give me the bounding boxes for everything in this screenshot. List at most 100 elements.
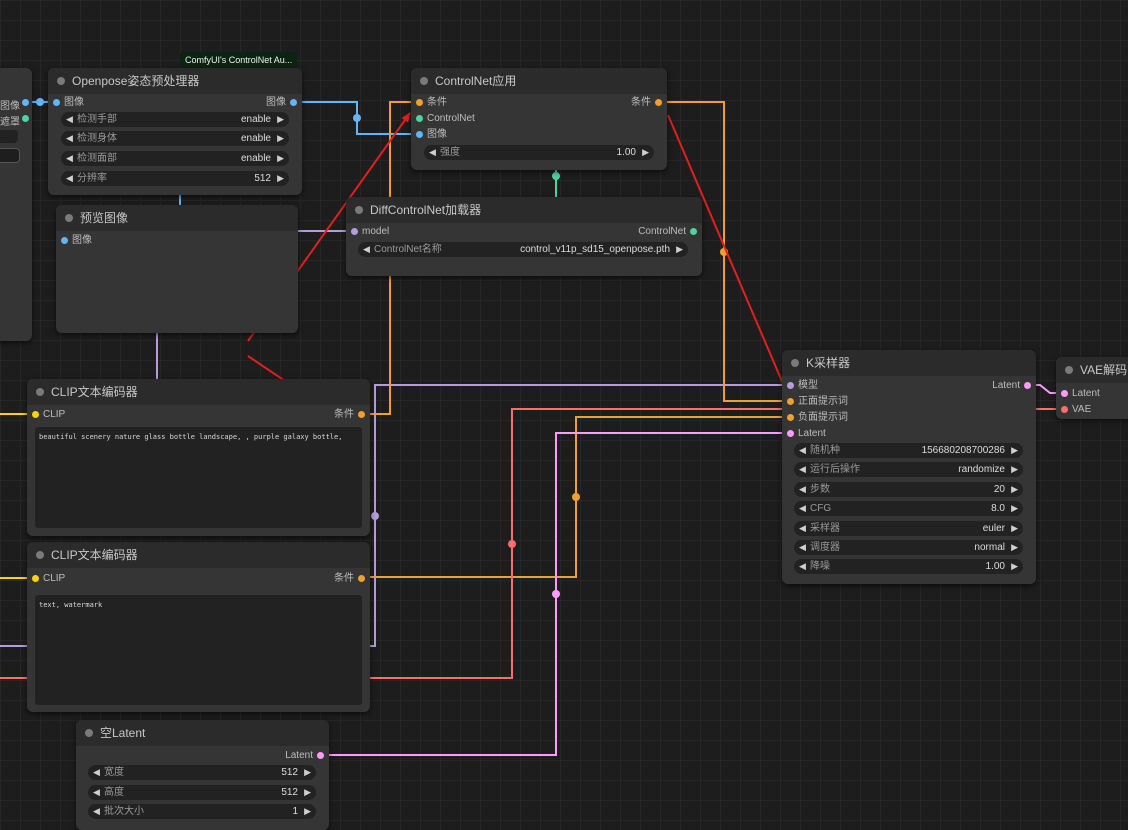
input-dot-model[interactable]	[351, 228, 358, 235]
widget-width[interactable]: ◀ 宽度 512 ▶	[88, 765, 316, 780]
arrow-right-icon[interactable]: ▶	[277, 153, 284, 163]
node-title[interactable]: DiffControlNet加载器	[346, 197, 702, 223]
input-dot-controlnet[interactable]	[416, 115, 423, 122]
collapse-dot-icon[interactable]	[65, 214, 73, 222]
arrow-left-icon[interactable]: ◀	[66, 153, 73, 163]
widget-scheduler[interactable]: ◀ 调度器 normal ▶	[794, 540, 1023, 555]
widget-cfg[interactable]: ◀ CFG 8.0 ▶	[794, 501, 1023, 516]
widget-strength[interactable]: ◀ 强度 1.00 ▶	[424, 145, 654, 160]
arrow-right-icon[interactable]: ▶	[1011, 523, 1018, 533]
widget-batch-size[interactable]: ◀ 批次大小 1 ▶	[88, 804, 316, 819]
arrow-left-icon[interactable]: ◀	[799, 445, 806, 455]
arrow-left-icon[interactable]: ◀	[93, 767, 100, 777]
arrow-right-icon[interactable]: ▶	[1011, 464, 1018, 474]
node-controlnet-apply[interactable]: ControlNet应用 条件 ControlNet 图像 条件 ◀ 强度 1.…	[411, 68, 667, 170]
arrow-right-icon[interactable]: ▶	[304, 767, 311, 777]
arrow-left-icon[interactable]: ◀	[799, 523, 806, 533]
collapse-dot-icon[interactable]	[420, 77, 428, 85]
prompt-textarea[interactable]: beautiful scenery nature glass bottle la…	[35, 427, 362, 528]
collapse-dot-icon[interactable]	[85, 729, 93, 737]
widget-resolution[interactable]: ◀ 分辨率 512 ▶	[61, 171, 289, 186]
collapse-dot-icon[interactable]	[791, 359, 799, 367]
collapse-dot-icon[interactable]	[57, 77, 65, 85]
output-dot-image[interactable]	[22, 99, 29, 106]
arrow-left-icon[interactable]: ◀	[799, 561, 806, 571]
arrow-right-icon[interactable]: ▶	[277, 114, 284, 124]
collapse-dot-icon[interactable]	[36, 388, 44, 396]
node-title[interactable]: Openpose姿态预处理器	[48, 68, 302, 94]
node-title[interactable]: 预览图像	[56, 205, 298, 231]
node-title[interactable]: CLIP文本编码器	[27, 542, 370, 568]
widget-control-after-generate[interactable]: ◀ 运行后操作 randomize ▶	[794, 462, 1023, 477]
node-title[interactable]: 空Latent	[76, 720, 329, 746]
input-dot-clip[interactable]	[32, 575, 39, 582]
node-clip-text-encode-positive[interactable]: CLIP文本编码器 CLIP 条件 beautiful scenery natu…	[27, 379, 370, 536]
arrow-right-icon[interactable]: ▶	[1011, 561, 1018, 571]
widget-detect-face[interactable]: ◀ 检测面部 enable ▶	[61, 151, 289, 166]
arrow-left-icon[interactable]: ◀	[429, 147, 436, 157]
node-title[interactable]: K采样器	[782, 350, 1036, 376]
output-dot-conditioning[interactable]	[358, 575, 365, 582]
arrow-right-icon[interactable]: ▶	[277, 133, 284, 143]
arrow-left-icon[interactable]: ◀	[66, 173, 73, 183]
input-dot-clip[interactable]	[32, 411, 39, 418]
input-dot-image[interactable]	[61, 237, 68, 244]
collapse-dot-icon[interactable]	[36, 551, 44, 559]
widget-height[interactable]: ◀ 高度 512 ▶	[88, 785, 316, 800]
widget-denoise[interactable]: ◀ 降噪 1.00 ▶	[794, 559, 1023, 574]
input-dot-positive[interactable]	[787, 398, 794, 405]
node-load-image-fragment[interactable]: 图像 遮罩	[0, 68, 32, 341]
node-clip-text-encode-negative[interactable]: CLIP文本编码器 CLIP 条件 text, watermark	[27, 542, 370, 712]
widget-detect-body[interactable]: ◀ 检测身体 enable ▶	[61, 131, 289, 146]
arrow-left-icon[interactable]: ◀	[93, 787, 100, 797]
input-dot-model[interactable]	[787, 382, 794, 389]
arrow-right-icon[interactable]: ▶	[277, 173, 284, 183]
widget-fragment[interactable]	[0, 148, 20, 163]
input-dot-image[interactable]	[53, 99, 60, 106]
arrow-left-icon[interactable]: ◀	[66, 114, 73, 124]
arrow-right-icon[interactable]: ▶	[304, 787, 311, 797]
arrow-right-icon[interactable]: ▶	[304, 806, 311, 816]
arrow-right-icon[interactable]: ▶	[1011, 484, 1018, 494]
input-dot-negative[interactable]	[787, 414, 794, 421]
node-vae-decode[interactable]: VAE解码 Latent VAE	[1056, 357, 1128, 419]
input-dot-vae[interactable]	[1061, 406, 1068, 413]
arrow-left-icon[interactable]: ◀	[799, 484, 806, 494]
arrow-left-icon[interactable]: ◀	[66, 133, 73, 143]
widget-controlnet-name[interactable]: ◀ ControlNet名称 control_v11p_sd15_openpos…	[358, 242, 688, 257]
arrow-left-icon[interactable]: ◀	[799, 464, 806, 474]
node-title[interactable]: VAE解码	[1056, 357, 1128, 383]
arrow-right-icon[interactable]: ▶	[642, 147, 649, 157]
output-dot-image[interactable]	[290, 99, 297, 106]
output-dot-mask[interactable]	[22, 115, 29, 122]
arrow-left-icon[interactable]: ◀	[363, 244, 370, 254]
collapse-dot-icon[interactable]	[1065, 366, 1073, 374]
node-title[interactable]: CLIP文本编码器	[27, 379, 370, 405]
arrow-right-icon[interactable]: ▶	[676, 244, 683, 254]
output-dot-conditioning[interactable]	[655, 99, 662, 106]
prompt-textarea[interactable]: text, watermark	[35, 595, 362, 705]
arrow-left-icon[interactable]: ◀	[799, 542, 806, 552]
widget-seed[interactable]: ◀ 随机种 156680208700286 ▶	[794, 443, 1023, 458]
output-dot-latent[interactable]	[1024, 382, 1031, 389]
widget-steps[interactable]: ◀ 步数 20 ▶	[794, 482, 1023, 497]
node-diffcontrolnet-loader[interactable]: DiffControlNet加载器 model ControlNet ◀ Con…	[346, 197, 702, 276]
input-dot-conditioning[interactable]	[416, 99, 423, 106]
arrow-left-icon[interactable]: ◀	[799, 503, 806, 513]
node-title[interactable]: ControlNet应用	[411, 68, 667, 94]
output-dot-conditioning[interactable]	[358, 411, 365, 418]
node-preview-image[interactable]: 预览图像 图像	[56, 205, 298, 333]
node-openpose[interactable]: Openpose姿态预处理器 图像 图像 ◀ 检测手部 enable ▶ ◀ 检…	[48, 68, 302, 195]
node-ksampler[interactable]: K采样器 模型 正面提示词 负面提示词 Latent Latent ◀ 随机种 …	[782, 350, 1036, 584]
node-empty-latent[interactable]: 空Latent Latent ◀ 宽度 512 ▶ ◀ 高度 512 ▶ ◀ 批…	[76, 720, 329, 830]
input-dot-latent[interactable]	[787, 430, 794, 437]
widget-fragment[interactable]	[0, 130, 18, 143]
arrow-right-icon[interactable]: ▶	[1011, 503, 1018, 513]
widget-detect-hand[interactable]: ◀ 检测手部 enable ▶	[61, 112, 289, 127]
collapse-dot-icon[interactable]	[355, 206, 363, 214]
input-dot-image[interactable]	[416, 131, 423, 138]
arrow-left-icon[interactable]: ◀	[93, 806, 100, 816]
arrow-right-icon[interactable]: ▶	[1011, 542, 1018, 552]
arrow-right-icon[interactable]: ▶	[1011, 445, 1018, 455]
input-dot-latent[interactable]	[1061, 390, 1068, 397]
